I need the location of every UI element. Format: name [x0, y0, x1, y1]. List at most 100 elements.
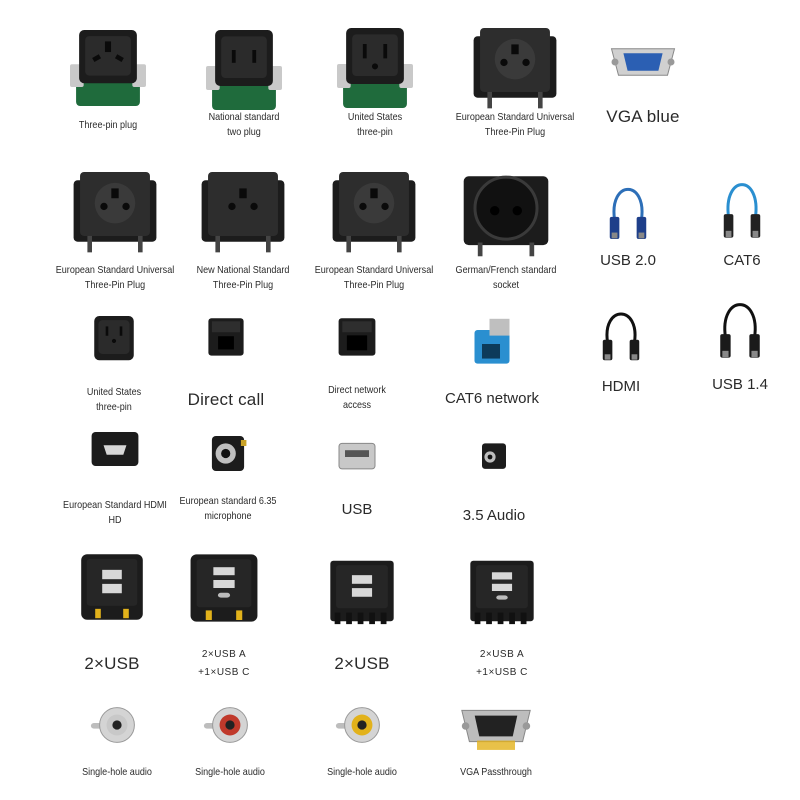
label-line: Three-pin plug: [78, 119, 138, 131]
label-line: USB: [341, 501, 373, 518]
product-label: Direct network access: [328, 383, 386, 413]
label-line: HD: [108, 514, 122, 526]
label-line: 2×USB: [334, 654, 390, 673]
product-label: National standard two plug: [209, 110, 280, 140]
product-label: CAT6: [723, 252, 760, 270]
label-line: HDMI: [601, 378, 641, 395]
product-label: USB 2.0: [600, 252, 656, 270]
product-label: 2×USB A +1×USB C: [476, 646, 528, 682]
label-line: CAT6 network: [445, 390, 539, 407]
rj11-jack-icon: [204, 316, 248, 360]
us-socket-green-icon: [337, 28, 413, 108]
cat6-cable-icon: [718, 180, 766, 242]
hdmi-cable-icon: [597, 310, 645, 364]
label-line: German/French standard: [455, 264, 557, 276]
rca-yellow-icon: [333, 705, 391, 745]
label-line: United States: [86, 386, 142, 398]
rca-silver-icon: [88, 705, 146, 745]
product-label: 2×USB A +1×USB C: [198, 646, 250, 682]
universal-socket-icon: [469, 28, 561, 110]
two-pin-socket-green-icon: [206, 30, 282, 110]
product-label: European standard 6.35 microphone: [180, 494, 277, 524]
vga-adapter-icon: [458, 700, 534, 752]
universal-socket-icon: [328, 172, 420, 254]
label-line: 3.5 Audio: [462, 507, 526, 524]
label-line: two plug: [227, 126, 261, 138]
microphone-jack-icon: [205, 430, 251, 480]
product-label: 3.5 Audio: [463, 507, 526, 525]
schuko-socket-icon: [459, 172, 553, 258]
label-line: Single-hole audio: [195, 766, 265, 778]
label-line: access: [342, 399, 372, 411]
product-label: Single-hole audio: [82, 765, 152, 780]
product-label: Single-hole audio: [195, 765, 265, 780]
product-label: VGA blue: [606, 107, 679, 127]
label-line: three-pin: [96, 401, 132, 413]
product-label: Three-pin plug: [79, 118, 137, 133]
label-line: 2×USB A: [201, 649, 247, 660]
dual-usb-socket-icon: [326, 555, 398, 627]
label-line: CAT6: [723, 252, 761, 269]
label-line: +1×USB C: [198, 667, 250, 678]
product-label: German/French standard socket: [456, 263, 557, 293]
label-line: European Standard Universal: [455, 111, 575, 123]
usb-a-jack-icon: [337, 440, 377, 474]
product-label: 2×USB: [334, 654, 389, 674]
label-line: United States: [347, 111, 403, 123]
label-line: 2×USB: [84, 654, 140, 673]
product-label: United States three-pin: [348, 110, 402, 140]
label-line: Single-hole audio: [82, 766, 152, 778]
new-national-socket-icon: [197, 172, 289, 254]
label-line: USB 2.0: [600, 252, 656, 269]
label-line: European Standard Universal: [55, 264, 175, 276]
product-label: United States three-pin: [87, 385, 141, 415]
label-line: European Standard Universal: [314, 264, 434, 276]
product-label: Single-hole audio: [327, 765, 397, 780]
vga-port-icon: [608, 40, 678, 84]
label-line: 2×USB A: [479, 649, 525, 660]
audio-jack-icon: [474, 440, 514, 474]
us-socket-icon: [88, 316, 140, 368]
label-line: USB 1.4: [712, 376, 768, 393]
cat6-keystone-icon: [467, 316, 517, 372]
usb-c-socket-icon: [466, 555, 538, 627]
label-line: Single-hole audio: [327, 766, 397, 778]
three-pin-socket-green-icon: [70, 30, 146, 106]
product-label: European Standard HDMI HD: [63, 498, 167, 528]
label-line: European standard 6.35: [179, 495, 277, 507]
product-label: Direct call: [188, 390, 265, 410]
label-line: microphone: [204, 510, 252, 522]
label-line: VGA Passthrough: [460, 766, 532, 778]
label-line: +1×USB C: [476, 667, 528, 678]
usb-panel-cable-icon: [714, 300, 766, 362]
label-line: socket: [492, 279, 520, 291]
product-label: CAT6 network: [445, 390, 539, 408]
label-line: European Standard HDMI: [63, 499, 167, 511]
hdmi-jack-icon: [89, 430, 141, 470]
product-label: USB: [342, 501, 373, 519]
usb-cable-icon: [604, 185, 652, 243]
rj45-jack-icon: [334, 316, 380, 360]
label-line: Three-Pin Plug: [212, 279, 274, 291]
universal-socket-icon: [69, 172, 161, 254]
label-line: Three-Pin Plug: [484, 126, 546, 138]
product-label: 2×USB: [84, 654, 139, 674]
label-line: three-pin: [357, 126, 393, 138]
label-line: New National Standard: [196, 264, 290, 276]
usb-ac-module-icon: [186, 548, 262, 628]
label-line: Direct call: [187, 390, 265, 409]
product-label: VGA Passthrough: [460, 765, 532, 780]
dual-usb-module-icon: [77, 548, 147, 626]
rca-red-icon: [201, 705, 259, 745]
label-line: Three-Pin Plug: [84, 279, 146, 291]
label-line: National standard: [208, 111, 280, 123]
product-label: HDMI: [602, 378, 640, 396]
label-line: Direct network: [328, 384, 386, 396]
product-label: USB 1.4: [712, 376, 768, 394]
label-line: VGA blue: [606, 107, 680, 126]
label-line: Three-Pin Plug: [343, 279, 405, 291]
